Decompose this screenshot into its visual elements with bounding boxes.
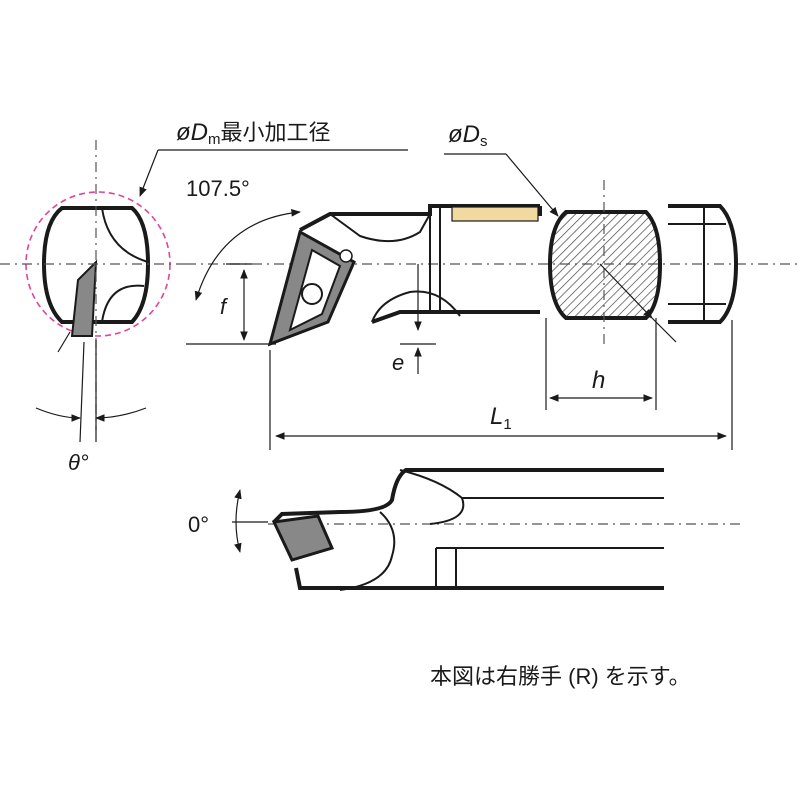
angle-label: 107.5° (186, 176, 250, 201)
theta-label: θ° (68, 450, 89, 475)
caption: 本図は右勝手 (R) を示す。 (430, 664, 691, 689)
ds-label: øDs (448, 121, 488, 150)
dm-label: øDm最小加工径 (176, 119, 331, 148)
f-label: f (220, 294, 229, 319)
plan-insert (271, 514, 335, 562)
h-label: h (592, 367, 605, 394)
end-view: θ° (0, 140, 186, 475)
plan-view: 0° (188, 468, 740, 591)
e-label: e (392, 350, 404, 375)
end-view-shank (41, 206, 151, 324)
shank-section (547, 210, 663, 320)
side-view: øDs 107.5° f e h L1 (186, 121, 800, 450)
l1-label: L1 (490, 403, 512, 433)
end-view-insert (70, 259, 98, 337)
brazed-strip (451, 206, 539, 222)
zero-label: 0° (188, 512, 209, 537)
